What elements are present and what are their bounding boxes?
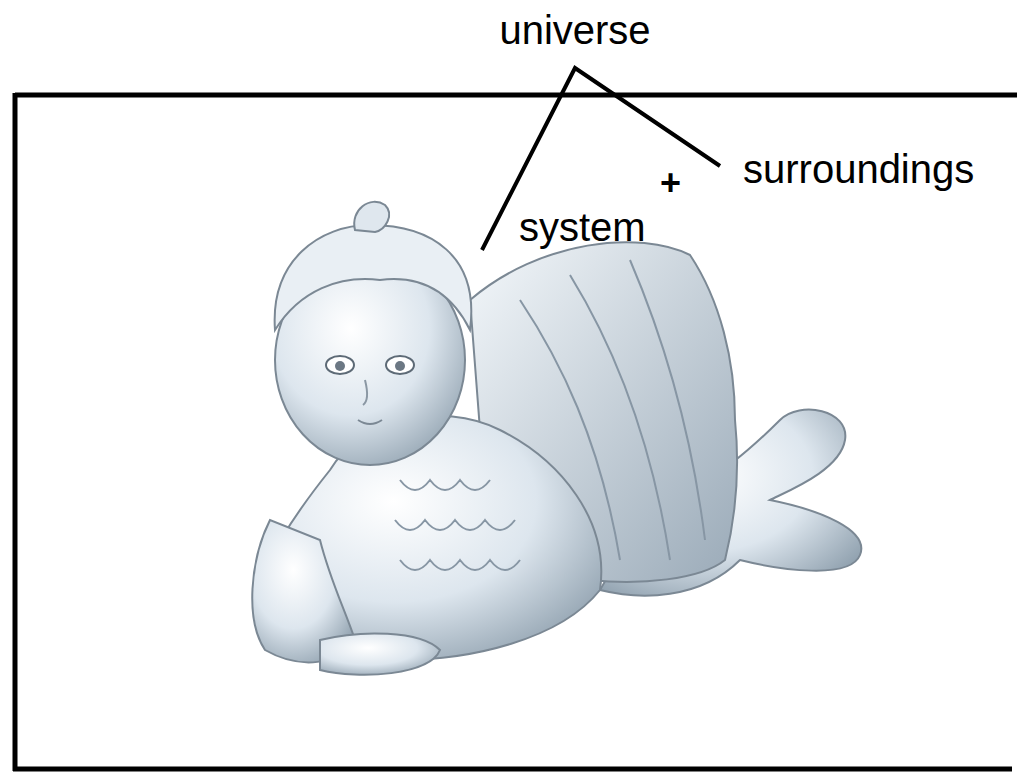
statue-figure xyxy=(252,202,861,675)
leader-line xyxy=(482,68,720,250)
system-label: system xyxy=(519,205,646,249)
universe-frame xyxy=(13,93,1017,771)
universe-label: universe xyxy=(499,8,650,52)
surroundings-label: surroundings xyxy=(743,147,974,191)
plus-sign: + xyxy=(660,163,681,203)
